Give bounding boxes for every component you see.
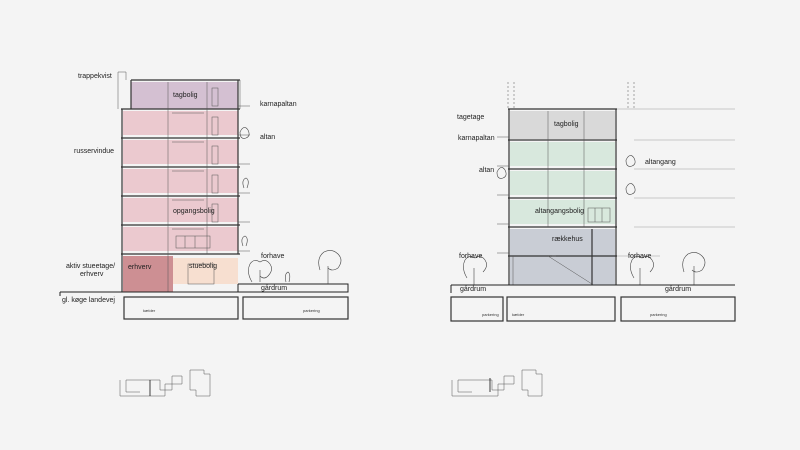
- label-aktiv-stueetage-1: aktiv stueetage/: [66, 263, 115, 270]
- left-floor-5-fill: [123, 111, 238, 135]
- label-gardrum-left: gårdrum: [261, 284, 287, 292]
- trappekvist: [117, 71, 127, 109]
- left-slabs: [121, 79, 240, 255]
- left-floor-3-fill: [123, 169, 238, 193]
- label-road: gl. køge landevej: [62, 297, 115, 304]
- left-floor-2-fill: [123, 198, 238, 222]
- label-stuebolig: stuebolig: [189, 263, 217, 270]
- label-erhverv: erhverv: [128, 264, 152, 271]
- left-erhverv-fill: [123, 256, 173, 292]
- left-balcony-plants: [239, 127, 250, 247]
- left-stuebolig-fill: [173, 258, 238, 284]
- right-left-balconies: [497, 136, 509, 254]
- left-tagbolig-fill: [131, 82, 238, 109]
- label-parkering-left: parkering: [303, 308, 320, 313]
- label-aktiv-stueetage-2: erhverv: [80, 271, 104, 278]
- label-parkering-right-1: parkering: [482, 312, 499, 317]
- label-tagbolig-left: tagbolig: [173, 92, 198, 99]
- label-karnapaltan-right: karnapaltan: [458, 135, 495, 142]
- right-slabs: [508, 108, 617, 257]
- right-altangang-lines: [617, 108, 735, 257]
- label-parkering-right-2: parkering: [650, 312, 667, 317]
- left-building-section: trappekvist tagbolig karnapaltan altan r…: [59, 71, 349, 320]
- left-stair-core: [167, 82, 219, 292]
- left-basements: [123, 296, 349, 320]
- right-walls: [508, 109, 617, 285]
- label-altan-right: altan: [479, 167, 494, 174]
- label-forhave-right-2: forhave: [628, 253, 651, 260]
- right-ground: [450, 284, 735, 293]
- label-altan-left: altan: [260, 134, 275, 141]
- right-floor-3-fill: [510, 171, 615, 195]
- label-russervindue: russervindue: [74, 148, 114, 155]
- label-gardrum-right-2: gårdrum: [665, 285, 691, 293]
- label-altangangsbolig: altangangsbolig: [535, 208, 584, 215]
- right-raekkehus-fill: [510, 229, 615, 285]
- left-floor-1-fill: [123, 227, 238, 251]
- right-floor-4-fill: [510, 142, 615, 166]
- right-plants: [463, 155, 706, 285]
- label-opgangsbolig: opgangsbolig: [173, 208, 215, 215]
- label-forhave-left: forhave: [261, 253, 284, 260]
- left-walls: [121, 80, 239, 292]
- right-floor-2-fill: [510, 200, 615, 224]
- left-key-plan: [119, 369, 211, 397]
- label-trappekvist: trappekvist: [78, 73, 112, 80]
- label-altangang: altangang: [645, 159, 676, 166]
- right-interior: [512, 111, 611, 285]
- label-forhave-right-1: forhave: [459, 253, 482, 260]
- label-kaelder-right: kælder: [512, 312, 525, 317]
- right-tagbolig-fill: [510, 111, 615, 139]
- right-key-plan: [451, 369, 543, 397]
- left-trees: [248, 250, 342, 284]
- label-kaelder-left: kælder: [143, 308, 156, 313]
- label-raekkehus: rækkehus: [552, 236, 583, 243]
- label-tagetage: tagetage: [457, 114, 484, 121]
- label-karnapaltan-left: karnapaltan: [260, 101, 297, 108]
- label-tagbolig-right: tagbolig: [554, 121, 579, 128]
- left-floor-4-fill: [123, 140, 238, 164]
- right-basements: [450, 296, 736, 322]
- left-ground: [59, 283, 349, 296]
- right-tagetage-marks: [507, 82, 635, 109]
- label-gardrum-right-1: gårdrum: [460, 285, 486, 293]
- right-building-section: tagetage tagbolig karnapaltan altan alta…: [450, 82, 736, 322]
